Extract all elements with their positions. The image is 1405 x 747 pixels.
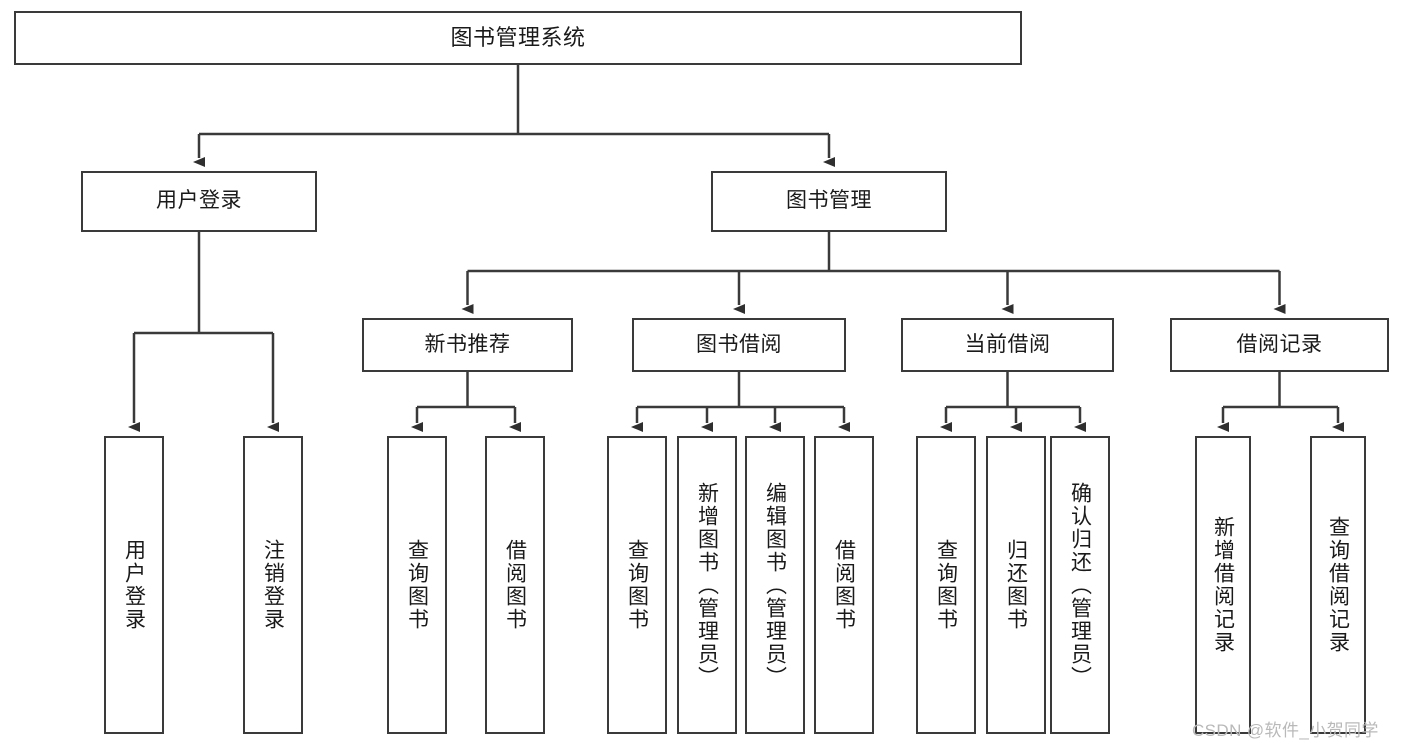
node-leaf-user-logout[interactable]: 注销登录 [243,436,303,734]
node-root[interactable]: 图书管理系统 [14,11,1022,65]
node-label: 查询图书 [405,539,429,631]
node-label: 新书推荐 [424,332,511,356]
node-new-book-rec[interactable]: 新书推荐 [362,318,573,372]
node-label: 图书管理系统 [450,25,586,51]
node-leaf-query-book-3[interactable]: 查询图书 [916,436,976,734]
node-label: 注销登录 [261,539,285,631]
node-leaf-return-book[interactable]: 归还图书 [986,436,1046,734]
node-label: 编辑图书（管理员） [763,481,787,689]
node-leaf-add-record[interactable]: 新增借阅记录 [1195,436,1251,734]
node-borrow-record[interactable]: 借阅记录 [1170,318,1389,372]
node-label: 新增图书（管理员） [695,481,719,689]
node-label: 借阅图书 [832,539,856,631]
node-leaf-borrow-book-2[interactable]: 借阅图书 [814,436,874,734]
node-label: 查询借阅记录 [1326,516,1350,654]
connector-lines [128,65,1344,432]
node-label: 确认归还（管理员） [1068,481,1092,689]
node-leaf-query-book-2[interactable]: 查询图书 [607,436,667,734]
node-leaf-add-book[interactable]: 新增图书（管理员） [677,436,737,734]
node-book-manage[interactable]: 图书管理 [711,171,947,232]
node-label: 图书管理 [786,189,872,213]
node-label: 图书借阅 [696,332,782,356]
node-leaf-query-book-1[interactable]: 查询图书 [387,436,447,734]
node-leaf-query-record[interactable]: 查询借阅记录 [1310,436,1366,734]
node-label: 归还图书 [1004,539,1028,631]
node-label: 用户登录 [156,189,242,213]
node-leaf-user-login[interactable]: 用户登录 [104,436,164,734]
node-label: 当前借阅 [964,332,1051,356]
node-leaf-edit-book[interactable]: 编辑图书（管理员） [745,436,805,734]
node-label: 查询图书 [625,539,649,631]
node-user-login[interactable]: 用户登录 [81,171,317,232]
node-label: 查询图书 [934,539,958,631]
node-label: 借阅记录 [1236,332,1323,356]
node-leaf-borrow-book-1[interactable]: 借阅图书 [485,436,545,734]
node-label: 新增借阅记录 [1211,516,1235,654]
node-current-borrow[interactable]: 当前借阅 [901,318,1114,372]
node-label: 借阅图书 [503,539,527,631]
node-label: 用户登录 [122,539,146,631]
node-leaf-confirm-return[interactable]: 确认归还（管理员） [1050,436,1110,734]
node-book-borrow[interactable]: 图书借阅 [632,318,846,372]
